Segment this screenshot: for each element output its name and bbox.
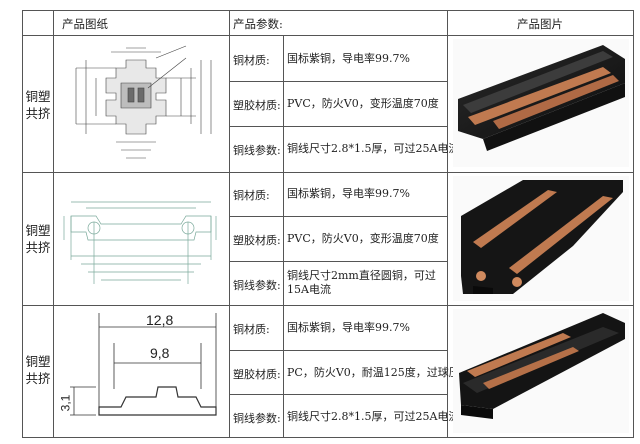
dimension-label: 3,1	[58, 394, 73, 412]
param-divider	[229, 126, 447, 127]
profile-photo-illustration	[461, 180, 623, 294]
col-divider-drawing	[229, 10, 230, 438]
param-value: PVC，防火V0，变形温度70度	[287, 232, 439, 245]
param-label: 铜材质:	[233, 323, 270, 336]
param-value: 铜线尺寸2.8*1.5厚，可过25A电流	[287, 142, 460, 155]
product-photo-2	[453, 176, 629, 301]
param-value: 铜线尺寸2mm直径圆铜，可过15A电流	[287, 269, 436, 296]
technical-drawing-3	[70, 313, 217, 416]
header-divider	[22, 35, 634, 36]
param-value: 铜线尺寸2.8*1.5厚，可过25A电流	[287, 410, 460, 423]
dimension-label: 9,8	[150, 345, 170, 361]
header-drawing: 产品图纸	[62, 17, 108, 31]
table-border-bottom	[22, 437, 634, 438]
param-divider	[229, 81, 447, 82]
param-value: 国标紫铜，导电率99.7%	[287, 187, 410, 200]
param-label: 铜线参数:	[233, 144, 281, 157]
header-params: 产品参数:	[233, 17, 283, 31]
profile-photo-illustration	[458, 45, 625, 151]
col-divider-photo	[447, 10, 448, 438]
param-label: 铜线参数:	[233, 279, 281, 292]
row-category: 铜塑共挤	[25, 223, 51, 255]
param-label: 铜材质:	[233, 189, 270, 202]
row-divider-1	[22, 172, 634, 173]
param-label: 铜材质:	[233, 54, 270, 67]
col-divider-label	[283, 35, 284, 438]
param-label: 塑胶材质:	[233, 99, 281, 112]
param-value: PVC，防火V0，变形温度70度	[287, 97, 439, 110]
param-label: 铜线参数:	[233, 412, 281, 425]
table-border-left	[22, 10, 23, 438]
dimension-label: 12,8	[146, 312, 174, 328]
param-divider	[229, 261, 447, 262]
param-label: 塑胶材质:	[233, 368, 281, 381]
row-category: 铜塑共挤	[25, 354, 51, 386]
header-photo: 产品图片	[517, 17, 563, 31]
profile-photo-illustration	[459, 313, 625, 419]
param-divider	[229, 216, 447, 217]
param-value: 国标紫铜，导电率99.7%	[287, 52, 410, 65]
param-label: 塑胶材质:	[233, 234, 281, 247]
row-divider-2	[22, 305, 634, 306]
row-category: 铜塑共挤	[25, 89, 51, 121]
table-border-right	[633, 10, 634, 438]
product-photo-3	[453, 309, 629, 433]
param-divider	[229, 350, 447, 351]
param-divider	[229, 394, 447, 395]
table-border-top	[22, 10, 634, 11]
technical-drawing-1	[75, 45, 212, 159]
param-value: 国标紫铜，导电率99.7%	[287, 321, 410, 334]
param-value: PC，防火V0，耐温125度，过球压	[287, 366, 460, 379]
technical-drawing-2	[63, 201, 217, 284]
col-divider-category	[53, 10, 54, 438]
product-photo-1	[453, 39, 629, 167]
